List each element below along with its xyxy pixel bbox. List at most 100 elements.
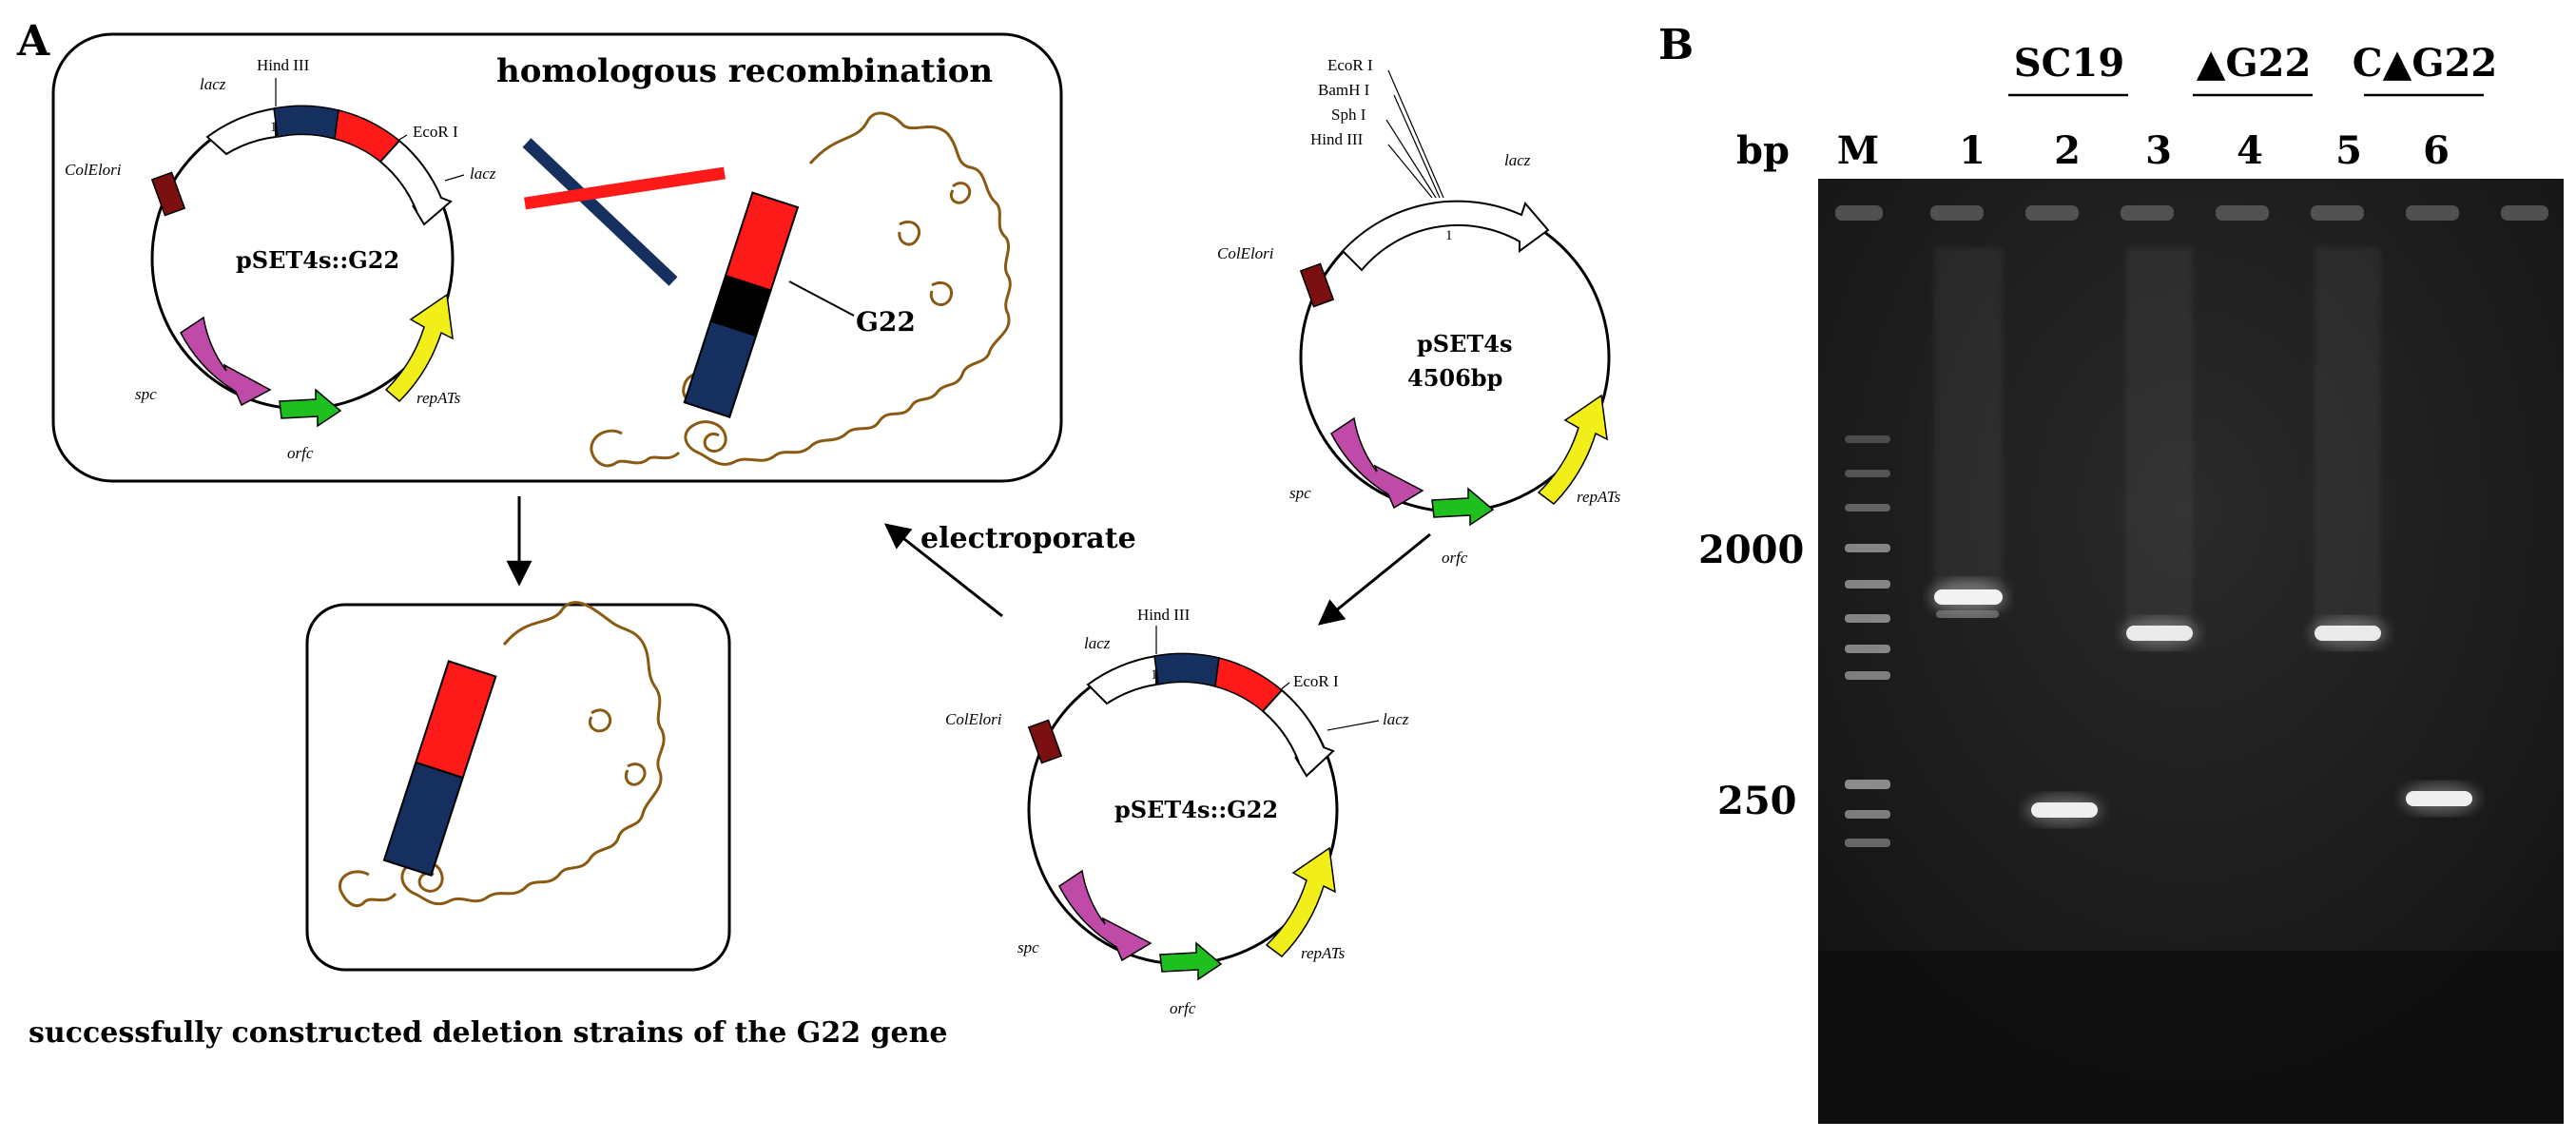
group-cdg22: C▲G22 <box>2353 41 2497 86</box>
g22-label: G22 <box>856 306 916 338</box>
lane-smears <box>1934 247 2381 627</box>
g22-leader <box>788 280 855 317</box>
b-eco-leader <box>1279 682 1290 691</box>
marker-label: M <box>1837 128 1879 173</box>
lacz-segment <box>205 106 277 156</box>
panel-b-label: B <box>1658 21 1694 69</box>
lacz-right-leader <box>444 174 465 182</box>
lane-2: 2 <box>2054 128 2081 173</box>
gel-wells <box>1835 205 2548 221</box>
b-eco-label: EcoR I <box>1293 672 1339 690</box>
colelori-label: ColElori <box>65 161 122 179</box>
vector-to-construct-arrow <box>1317 532 1431 626</box>
dna-strand-deleted <box>339 601 666 908</box>
b-orfc-label: orfc <box>1170 999 1196 1017</box>
recombination-title: homologous recombination <box>496 52 993 90</box>
plasmid-pset4s-g22-bottom: pSET4s::G22 Hind III EcoR I 1 lacz lacz … <box>945 606 1409 1017</box>
chromosome-g22: G22 <box>590 111 1012 468</box>
band-lane2 <box>2031 802 2098 818</box>
lacz-label-right: lacz <box>470 164 496 183</box>
vector-size: 4506bp <box>1407 364 1502 392</box>
repats-arrow <box>384 293 454 403</box>
deleted-navy <box>382 761 464 878</box>
vector-orfc <box>1431 487 1495 527</box>
b-spc <box>1058 869 1152 962</box>
lane-4: 4 <box>2237 128 2263 173</box>
spc-arrow <box>180 316 272 407</box>
b-colelori-label: ColElori <box>945 710 1002 728</box>
size-2000: 2000 <box>1698 528 1804 572</box>
b-repats-label: repATs <box>1301 944 1346 962</box>
lacz-label-left: lacz <box>200 75 226 93</box>
lane-1: 1 <box>1959 128 1985 173</box>
vector-colelori-label: ColElori <box>1217 244 1274 262</box>
deleted-red <box>415 660 497 780</box>
vector-name: pSET4s <box>1417 330 1512 357</box>
vector-lacz-label: lacz <box>1504 151 1531 169</box>
vector-site-1: BamH I <box>1318 81 1370 99</box>
group-dg22: ▲G22 <box>2197 41 2312 86</box>
panel-a-label: A <box>16 17 50 66</box>
b-spc-label: spc <box>1017 938 1039 956</box>
vector-spc-label: spc <box>1289 484 1311 502</box>
hind-label: Hind III <box>257 56 310 74</box>
vector-site-2: Sph I <box>1331 106 1366 124</box>
vector-orfc-label: orfc <box>1442 549 1468 567</box>
marker-ladder <box>1845 435 1890 847</box>
b-lacz-right: lacz <box>1383 710 1409 728</box>
b-lacz-left: lacz <box>1084 634 1111 652</box>
b-navy-insert <box>1153 652 1220 687</box>
spc-label: spc <box>135 385 157 403</box>
navy-bar-diag <box>522 138 678 286</box>
size-250: 250 <box>1717 779 1797 823</box>
band-lane1 <box>1934 589 2003 605</box>
colelori-box <box>150 171 186 217</box>
chromosome-deleted <box>339 601 666 908</box>
group-sc19: SC19 <box>2014 41 2124 86</box>
caption: successfully constructed deletion strain… <box>29 1016 948 1050</box>
vector-site-leader-1 <box>1393 94 1441 199</box>
b-orfc <box>1159 941 1223 981</box>
orfc-label: orfc <box>287 444 314 462</box>
vector-repats-label: repATs <box>1577 488 1621 506</box>
vector-colelori <box>1299 262 1335 308</box>
b-colelori <box>1027 719 1063 764</box>
vector-lacz-arrow <box>1341 200 1550 272</box>
recombination-box <box>51 32 1063 483</box>
bp-label: bp <box>1736 128 1790 173</box>
vector-site-leader-2 <box>1385 119 1437 199</box>
chrom-navy <box>683 319 758 418</box>
eco-leader <box>397 134 408 142</box>
gel-bottom-shade <box>1818 951 2564 1124</box>
lacz-arrow-right <box>378 139 453 226</box>
plasmid-pset4s-vector: pSET4s 4506bp 1 lacz ColElori spc orfc r… <box>1217 56 1621 567</box>
band-lane5 <box>2315 626 2381 641</box>
repats-label: repATs <box>416 389 461 407</box>
vector-site-leader-3 <box>1387 144 1433 199</box>
lane-3: 3 <box>2145 128 2172 173</box>
eco-label: EcoR I <box>413 123 458 141</box>
result-box <box>305 603 731 972</box>
vector-site-0: EcoR I <box>1327 56 1373 74</box>
vector-repats <box>1537 394 1608 505</box>
b-lacz-segment <box>1086 654 1157 705</box>
plasmid-pset4s-g22-top: pSET4s::G22 Hind III EcoR I 1 lacz lacz … <box>65 56 496 462</box>
plasmid-name: pSET4s::G22 <box>236 246 399 274</box>
b-plasmid-name: pSET4s::G22 <box>1114 796 1278 823</box>
band-lane3 <box>2126 626 2193 641</box>
vector-site-leader-0 <box>1387 69 1444 199</box>
lane-5: 5 <box>2335 128 2362 173</box>
band-lane6 <box>2406 791 2472 806</box>
vector-spc <box>1330 416 1424 510</box>
band-lane1-lower <box>1936 610 1999 618</box>
b-hind-label: Hind III <box>1137 606 1191 624</box>
b-lacz-arrow <box>1261 688 1335 778</box>
orfc-arrow <box>279 388 342 428</box>
lane-6: 6 <box>2423 128 2450 173</box>
one-label: 1 <box>270 120 278 135</box>
b-one-label: 1 <box>1151 667 1158 683</box>
electroporate-arrow <box>883 523 1003 618</box>
b-repats <box>1265 846 1336 957</box>
gel-image <box>1818 179 2564 1124</box>
